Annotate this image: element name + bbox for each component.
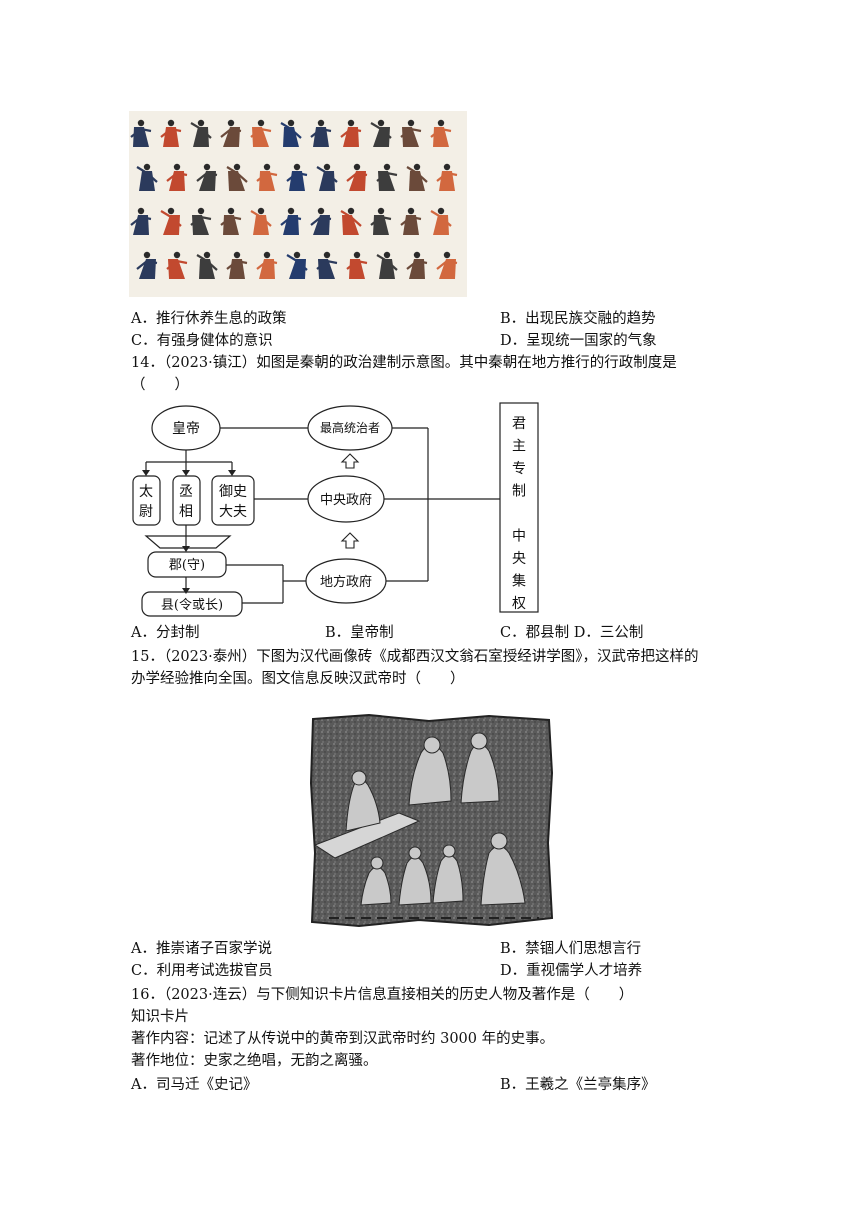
painted-figure [400,119,422,147]
painted-figure [226,163,248,191]
han-brick-rubbing-image [309,713,554,930]
q15-option-b: B．禁锢人们思想言行 [500,941,642,957]
painted-figure [340,119,362,147]
q15-stem-2: 办学经验推向全国。图文信息反映汉武帝时（ ） [131,671,465,687]
painted-figure [436,163,458,191]
q15-option-a: A．推崇诸子百家学说 [131,941,272,957]
centralization-char: 制 [512,484,526,500]
q16-card-status: 著作地位：史家之绝唱，无韵之离骚。 [131,1053,378,1069]
painted-figure [226,251,248,279]
painted-figure [406,251,428,279]
county-label: 县(令或长) [161,598,223,613]
painted-figure [310,207,332,235]
painted-figure [136,251,158,279]
q16-card-content: 著作内容：记述了从传说中的黄帝到汉武帝时约 3000 年的史事。 [131,1031,555,1047]
centralization-char: 央 [512,551,526,567]
painted-figure [250,207,272,235]
q16-option-a: A．司马迁《史记》 [131,1077,258,1093]
painted-figure [166,251,188,279]
exercise-figures-image [129,111,467,297]
county-node [141,591,243,617]
painted-figure [130,119,152,147]
painted-figure [256,163,278,191]
painted-figure [346,163,368,191]
painted-figure [196,163,218,191]
painted-figure [190,207,212,235]
centralization-char: 专 [512,461,526,477]
supreme-label: 最高统治者 [320,420,380,435]
centralization-char: 主 [512,439,526,455]
q16-card-title: 知识卡片 [131,1009,189,1025]
local-label: 地方政府 [320,574,372,590]
central-label: 中央政府 [320,493,372,508]
centralization-char: 中 [512,529,526,545]
yushi-label-2: 大夫 [219,504,247,520]
painted-figure [160,207,182,235]
q14-option-b: B．皇帝制 [325,625,394,641]
painted-figure [430,119,452,147]
painted-figure [436,251,458,279]
painted-figure [250,119,272,147]
painted-figure [340,207,362,235]
painted-figure [130,207,152,235]
painted-figure [220,119,242,147]
q16-stem: 16．（2023·连云）与下侧知识卡片信息直接相关的历史人物及著作是（ ） [131,987,634,1003]
q13-option-a: A．推行休养生息的政策 [131,311,287,327]
painted-figure [370,207,392,235]
painted-figure [400,207,422,235]
q15-stem: 15．（2023·泰州）下图为汉代画像砖《成都西汉文翁石室授经讲学图》，汉武帝把… [131,649,699,665]
painted-figure [286,251,308,279]
centralization-box [499,402,539,613]
q14-option-cd: C．郡县制 D．三公制 [500,625,644,641]
up-arrow-icon [340,532,360,549]
painted-figure [376,251,398,279]
painted-figure [406,163,428,191]
commandery-label: 郡(守) [169,558,205,573]
painted-figure [220,207,242,235]
painted-figure [280,119,302,147]
q14-option-a: A．分封制 [131,625,200,641]
chengxiang-label-2: 相 [179,504,193,520]
q14-stem-bracket: （ ） [131,377,189,393]
q14-stem: 14．（2023·镇江）如图是秦朝的政治建制示意图。其中秦朝在地方推行的行政制度… [131,355,677,371]
painted-figure [310,119,332,147]
q15-option-d: D．重视儒学人才培养 [500,963,643,979]
painted-figure [376,163,398,191]
taiwei-node [132,475,161,526]
painted-figure [160,119,182,147]
painted-figure [316,251,338,279]
centralization-char: 权 [512,596,526,612]
q13-option-d: D．呈现统一国家的气象 [500,333,657,349]
q13-option-b: B．出现民族交融的趋势 [500,311,656,327]
painted-figure [280,207,302,235]
painted-figure [430,207,452,235]
emperor-label: 皇帝 [172,421,200,437]
taiwei-label-1: 太 [139,484,153,500]
painted-figure [286,163,308,191]
q16-option-b: B．王羲之《兰亭集序》 [500,1077,656,1093]
painted-figure [136,163,158,191]
chengxiang-label-1: 丞 [179,484,193,500]
yushi-node [211,475,255,526]
painted-figure [370,119,392,147]
qin-political-system-diagram: 皇帝 最高统治者 中央政府 地方政府 太 尉 丞 相 御史 大夫 郡(守) 县(… [132,402,539,617]
centralization-char: 集 [512,573,526,590]
painted-figure [190,119,212,147]
centralization-char: 君 [512,416,526,432]
q15-option-c: C．利用考试选拔官员 [131,963,273,979]
painted-figure [346,251,368,279]
painted-figure [196,251,218,279]
yushi-label-1: 御史 [219,484,247,500]
q13-option-c: C．有强身健体的意识 [131,333,273,349]
taiwei-label-2: 尉 [139,504,153,520]
up-arrow-icon [340,453,360,469]
painted-figure [166,163,188,191]
painted-figure [316,163,338,191]
painted-figure [256,251,278,279]
